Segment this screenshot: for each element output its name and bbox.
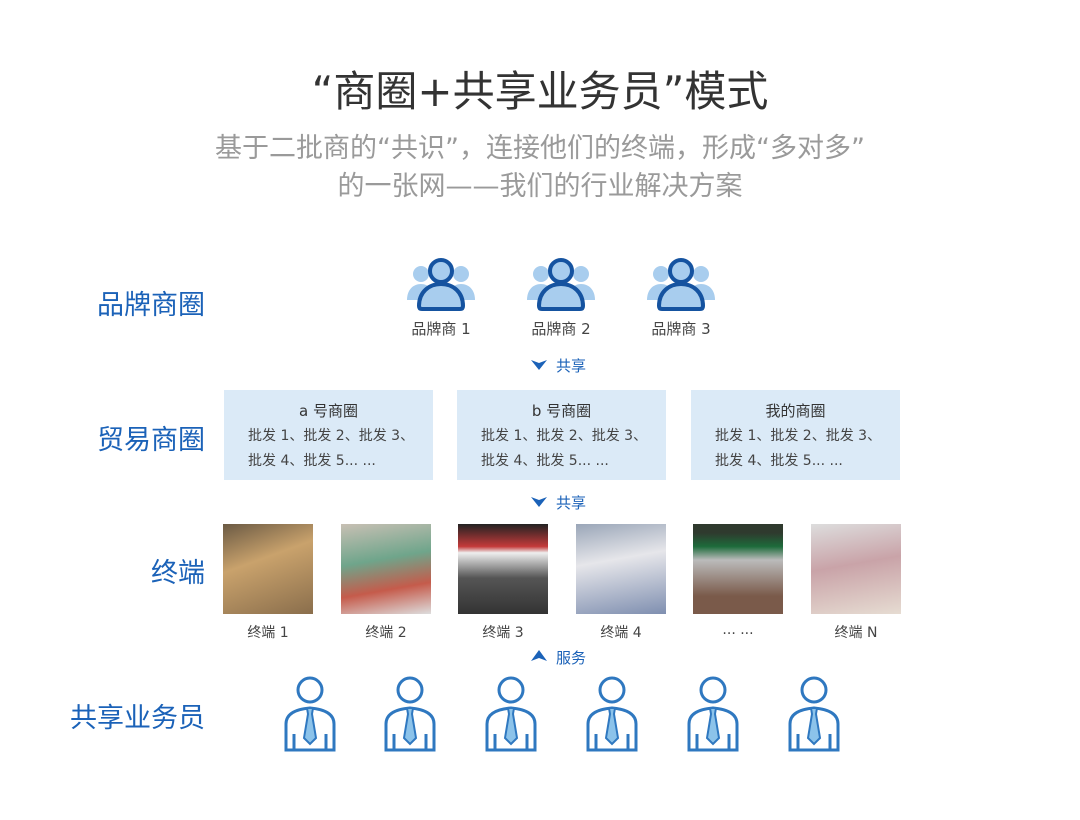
terminal-label: 终端 4 xyxy=(600,625,642,641)
row-label-sales: 共享业务员 xyxy=(70,703,205,734)
store-photo xyxy=(223,524,313,614)
brand-item: 品牌商 2 xyxy=(501,256,621,339)
share-arrow-1: 共享 xyxy=(530,355,586,376)
circle-members-2: 批发 4、批发 5... ... xyxy=(248,453,376,469)
circle-members-2: 批发 4、批发 5... ... xyxy=(715,453,843,469)
share-label: 共享 xyxy=(556,494,587,512)
terminal-label: ... ... xyxy=(722,622,754,638)
store-photo xyxy=(576,524,666,614)
terminal-label: 终端 N xyxy=(834,625,878,641)
row-label-trade: 贸易商圈 xyxy=(97,425,205,456)
brand-label: 品牌商 2 xyxy=(531,320,591,338)
circle-name: a 号商圈 xyxy=(299,402,358,420)
subtitle-line-1: 基于二批商的“共识”，连接他们的终端，形成“多对多” xyxy=(215,133,865,164)
row-label-terminal: 终端 xyxy=(151,558,205,589)
serve-arrow: 服务 xyxy=(530,647,586,668)
share-arrow-2: 共享 xyxy=(530,492,586,513)
terminal-label: 终端 1 xyxy=(247,625,289,641)
store-photo xyxy=(341,524,431,614)
store-photo xyxy=(693,524,783,614)
brand-item: 品牌商 3 xyxy=(621,256,741,339)
serve-label: 服务 xyxy=(556,649,587,667)
store-photo xyxy=(458,524,548,614)
salesperson-icon xyxy=(686,676,740,752)
trade-circle-box: 我的商圈批发 1、批发 2、批发 3、批发 4、批发 5... ... xyxy=(691,390,900,480)
salesperson-icon xyxy=(585,676,639,752)
user-group-icon xyxy=(621,256,741,316)
salesperson-icon xyxy=(283,676,337,752)
brand-label: 品牌商 1 xyxy=(411,320,471,338)
user-group-icon xyxy=(501,256,621,316)
circle-members-1: 批发 1、批发 2、批发 3、 xyxy=(248,428,415,444)
share-label: 共享 xyxy=(556,357,587,375)
chevron-down-icon xyxy=(530,494,548,512)
salesperson-icon xyxy=(383,676,437,752)
user-group-icon xyxy=(381,256,501,316)
circle-name: 我的商圈 xyxy=(765,402,826,420)
subtitle-line-2: 的一张网——我们的行业解决方案 xyxy=(337,171,743,202)
circle-members-1: 批发 1、批发 2、批发 3、 xyxy=(715,428,882,444)
salesperson-icon xyxy=(484,676,538,752)
row-label-brand: 品牌商圈 xyxy=(97,290,205,321)
store-photo xyxy=(811,524,901,614)
circle-members-2: 批发 4、批发 5... ... xyxy=(481,453,609,469)
page-title: “商圈+共享业务员”模式 xyxy=(311,67,769,116)
circle-name: b 号商圈 xyxy=(531,402,592,420)
trade-circle-box: b 号商圈批发 1、批发 2、批发 3、批发 4、批发 5... ... xyxy=(457,390,666,480)
brand-label: 品牌商 3 xyxy=(651,320,711,338)
terminal-label: 终端 3 xyxy=(482,625,524,641)
salesperson-icon xyxy=(787,676,841,752)
circle-members-1: 批发 1、批发 2、批发 3、 xyxy=(481,428,648,444)
chevron-down-icon xyxy=(530,357,548,375)
chevron-up-icon xyxy=(530,649,548,667)
terminal-label: 终端 2 xyxy=(365,625,407,641)
brand-item: 品牌商 1 xyxy=(381,256,501,339)
trade-circle-box: a 号商圈批发 1、批发 2、批发 3、批发 4、批发 5... ... xyxy=(224,390,433,480)
